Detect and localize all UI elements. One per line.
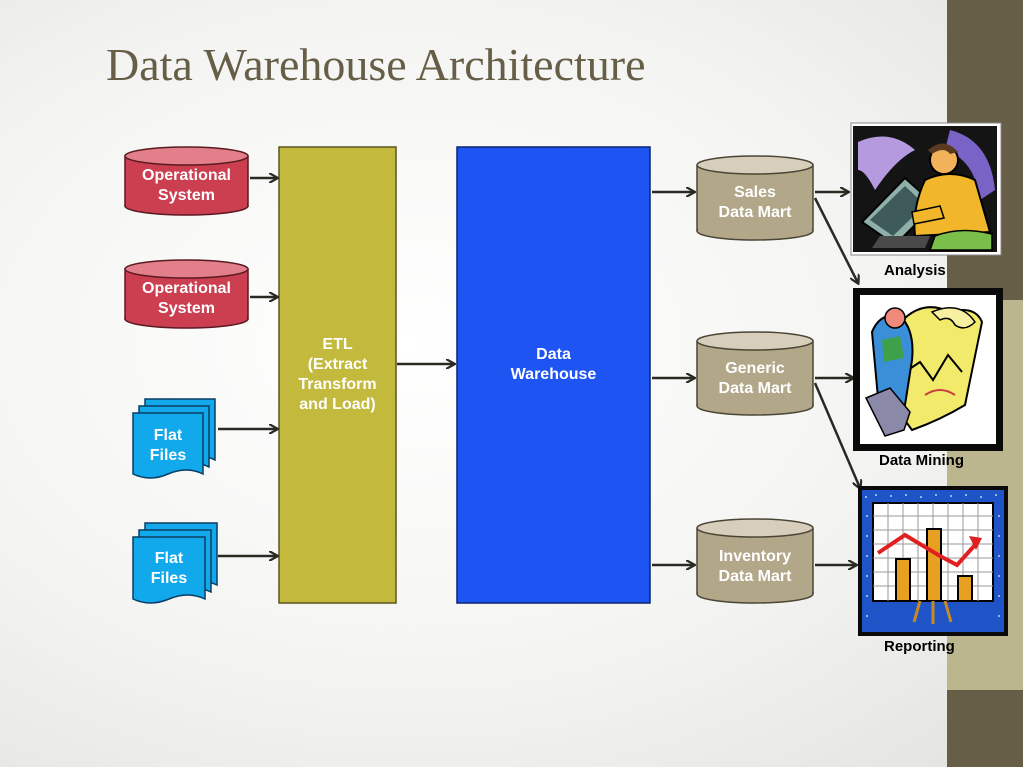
bar-chart-report-icon bbox=[858, 486, 1008, 636]
inventory-data-mart-cylinder bbox=[696, 518, 814, 604]
data-warehouse-block bbox=[456, 146, 651, 604]
operational-system-cylinder-2 bbox=[124, 259, 249, 329]
analysis-caption: Analysis bbox=[884, 262, 946, 279]
flat-files-stack-1 bbox=[132, 398, 216, 479]
scroll-chart-icon bbox=[853, 288, 1003, 451]
arrow-sales-datamining bbox=[813, 197, 858, 283]
analyst-at-computer-icon bbox=[850, 122, 1002, 256]
arrow-generic-reporting bbox=[813, 382, 860, 488]
page-title: Data Warehouse Architecture bbox=[106, 39, 646, 90]
data-mining-caption: Data Mining bbox=[879, 452, 964, 469]
flat-files-stack-2 bbox=[132, 522, 218, 604]
operational-system-cylinder-1 bbox=[124, 146, 249, 216]
sales-data-mart-cylinder bbox=[696, 155, 814, 241]
etl-block bbox=[278, 146, 397, 604]
reporting-caption: Reporting bbox=[884, 638, 955, 655]
generic-data-mart-cylinder bbox=[696, 331, 814, 416]
